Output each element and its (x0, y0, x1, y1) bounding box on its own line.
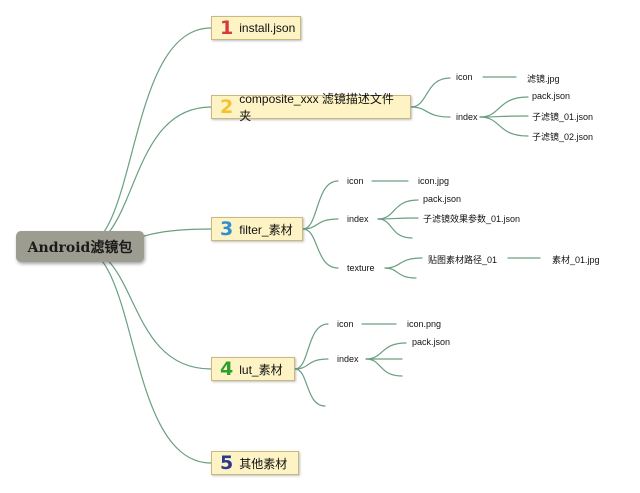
branch-number: 2 (220, 96, 234, 118)
branch-label: composite_xxx 滤镜描述文件夹 (239, 92, 394, 123)
root-to-branch-1-line (79, 27, 212, 249)
branch-number: 5 (220, 452, 234, 474)
filter-texture-label: texture (347, 263, 375, 273)
branch-number: 1 (220, 17, 234, 39)
lut-index-empty-line (365, 358, 403, 377)
lut-to-icon-line (294, 323, 329, 370)
filter-icon-value: icon.jpg (418, 176, 450, 186)
filter-index-item-line (377, 218, 413, 239)
composite-icon-label: icon (456, 72, 473, 82)
filter-index-item: pack.json (423, 194, 462, 204)
filter-texture-value-line (384, 257, 423, 269)
filter-texture-sub-value: 素材_01.jpg (552, 255, 600, 265)
filter-texture-value: 贴图素材路径_01 (428, 255, 498, 265)
root-to-branch-4-line (79, 247, 212, 370)
branch-label: install.json (239, 21, 296, 35)
branch-label: lut_素材 (239, 362, 283, 377)
branch-number: 4 (220, 358, 234, 380)
composite-to-index-line (410, 106, 451, 118)
composite-index-item-line (479, 96, 529, 118)
filter-to-index-line (302, 218, 339, 230)
branch-label: filter_素材 (239, 222, 293, 237)
lut-to-index-line (294, 358, 329, 370)
composite-icon-value: 滤镜.jpg (527, 74, 560, 84)
branch-other[interactable]: 5 其他素材 (211, 451, 299, 475)
filter-index-label: index (347, 214, 369, 224)
branch-lut[interactable]: 4 lut_素材 (211, 357, 295, 381)
filter-texture-empty-line (384, 267, 417, 279)
lut-icon-label: icon (337, 319, 354, 329)
branch-number: 3 (220, 218, 234, 240)
lut-index-label: index (337, 354, 359, 364)
composite-index-item: pack.json (532, 91, 571, 101)
branch-install-json[interactable]: 1 install.json (211, 16, 301, 40)
branch-label: 其他素材 (239, 456, 288, 471)
root-label: Android滤镜包 (27, 239, 133, 256)
root-to-branch-2-line (79, 106, 212, 249)
composite-to-icon-line (410, 77, 451, 108)
lut-to-empty-line (294, 368, 326, 407)
filter-index-item: 子滤镜效果参数_01.json (423, 214, 521, 224)
filter-to-texture-line (302, 228, 339, 269)
composite-index-item: 子滤镜_01.json (532, 112, 594, 122)
branch-composite[interactable]: 2 composite_xxx 滤镜描述文件夹 (211, 92, 411, 123)
filter-to-icon-line (302, 180, 339, 230)
lut-index-item: pack.json (412, 337, 451, 347)
composite-index-label: index (456, 112, 478, 122)
branch-filter[interactable]: 3 filter_素材 (211, 217, 303, 241)
root-to-branch-5-line (79, 247, 212, 464)
filter-icon-label: icon (347, 176, 364, 186)
lut-icon-value: icon.png (407, 319, 442, 329)
root-node[interactable]: Android滤镜包 (16, 231, 144, 262)
composite-index-item-line (479, 116, 529, 137)
composite-index-item: 子滤镜_02.json (532, 132, 594, 142)
lut-index-item-line (365, 342, 407, 360)
filter-index-item-line (377, 199, 419, 220)
